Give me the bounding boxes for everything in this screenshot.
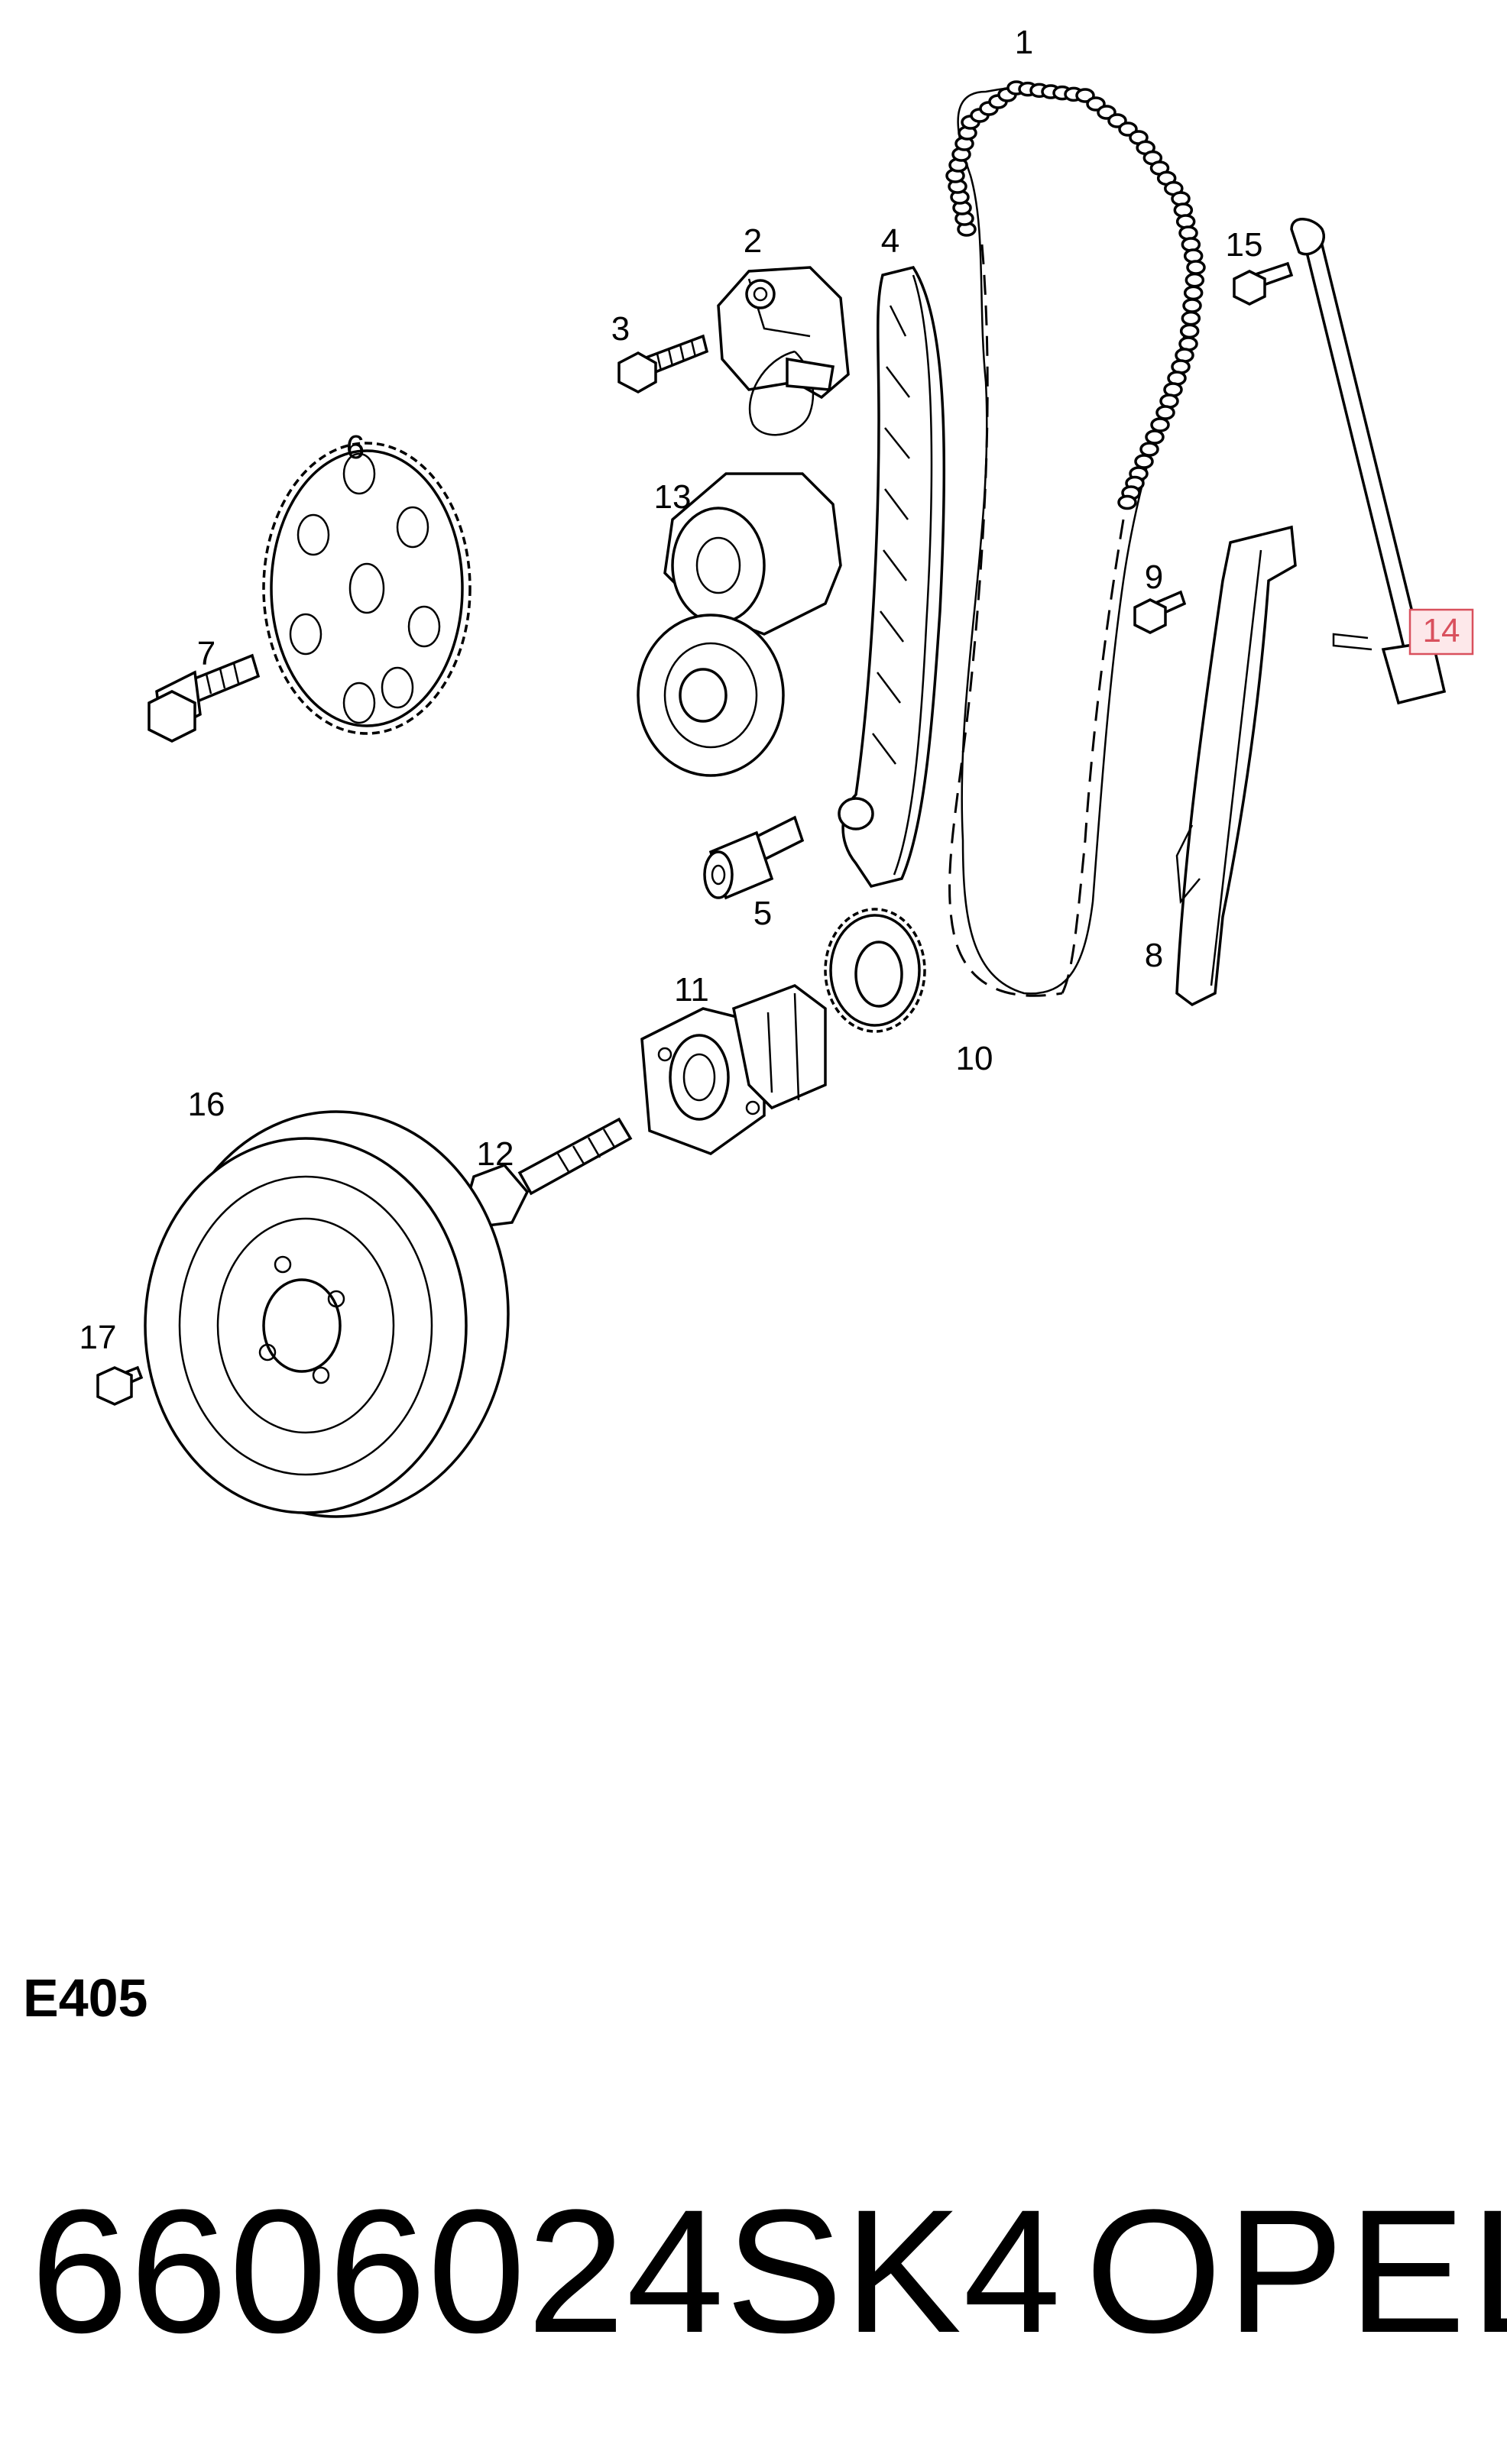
diagram-code: E405 [23,1968,148,2028]
callout-17[interactable]: 17 [79,1319,117,1356]
part-2-chain-tensioner[interactable] [717,266,850,436]
chain-link [1139,442,1159,457]
part-9-bolt[interactable] [1133,590,1187,634]
callout-13[interactable]: 13 [654,478,692,516]
callout-16[interactable]: 16 [188,1086,225,1123]
part-4-tensioner-guide-rail[interactable] [838,265,946,888]
brand-name: OPEL [1085,2173,1507,2369]
chain-link [1185,272,1205,288]
callout-9[interactable]: 9 [1145,559,1163,596]
part-11-drive-housing[interactable] [640,984,827,1155]
callout-2[interactable]: 2 [744,222,762,260]
part-number: 6606024SK4 [31,2173,1063,2369]
part-10-crankshaft-sprocket[interactable] [824,908,926,1033]
callout-1[interactable]: 1 [1015,24,1033,61]
chain-link [1150,417,1170,432]
callout-6[interactable]: 6 [346,429,365,466]
callout-10[interactable]: 10 [956,1040,993,1077]
chain-link [1182,298,1202,313]
callout-5[interactable]: 5 [754,895,772,932]
callout-15[interactable]: 15 [1226,226,1263,264]
callout-11[interactable]: 11 [674,971,709,1009]
chain-link [1145,429,1165,445]
callout-14[interactable]: 14 [1423,612,1460,649]
part-7-sprocket-bolt[interactable] [147,653,261,743]
callout-7[interactable]: 7 [197,635,216,672]
part-17-bolt[interactable] [96,1365,144,1406]
callout-14-highlight [1408,608,1474,656]
part-5-guide-pin[interactable] [703,815,805,900]
chain-link [1181,310,1201,326]
part-3-bolt[interactable] [617,334,709,393]
part-16-vibration-damper[interactable] [144,1110,510,1518]
part-15-bolt[interactable] [1233,261,1294,306]
part-6-camshaft-sprocket[interactable] [262,442,472,735]
chain-link [1117,494,1137,510]
chain-link [1179,323,1200,339]
callout-3[interactable]: 3 [611,310,630,348]
part-14-sensor[interactable] [1290,218,1447,705]
part-13-belt-tensioner[interactable] [637,472,842,777]
chain-link [1183,285,1204,301]
part-1-timing-chain[interactable] [945,80,1206,997]
part-8-fixed-guide-rail[interactable] [1175,525,1297,1007]
chain-link [1155,405,1175,420]
callout-12[interactable]: 12 [477,1135,514,1173]
callout-4[interactable]: 4 [881,222,899,260]
callout-8[interactable]: 8 [1145,937,1163,974]
chain-link [1134,454,1154,469]
chain-link [1186,260,1206,275]
